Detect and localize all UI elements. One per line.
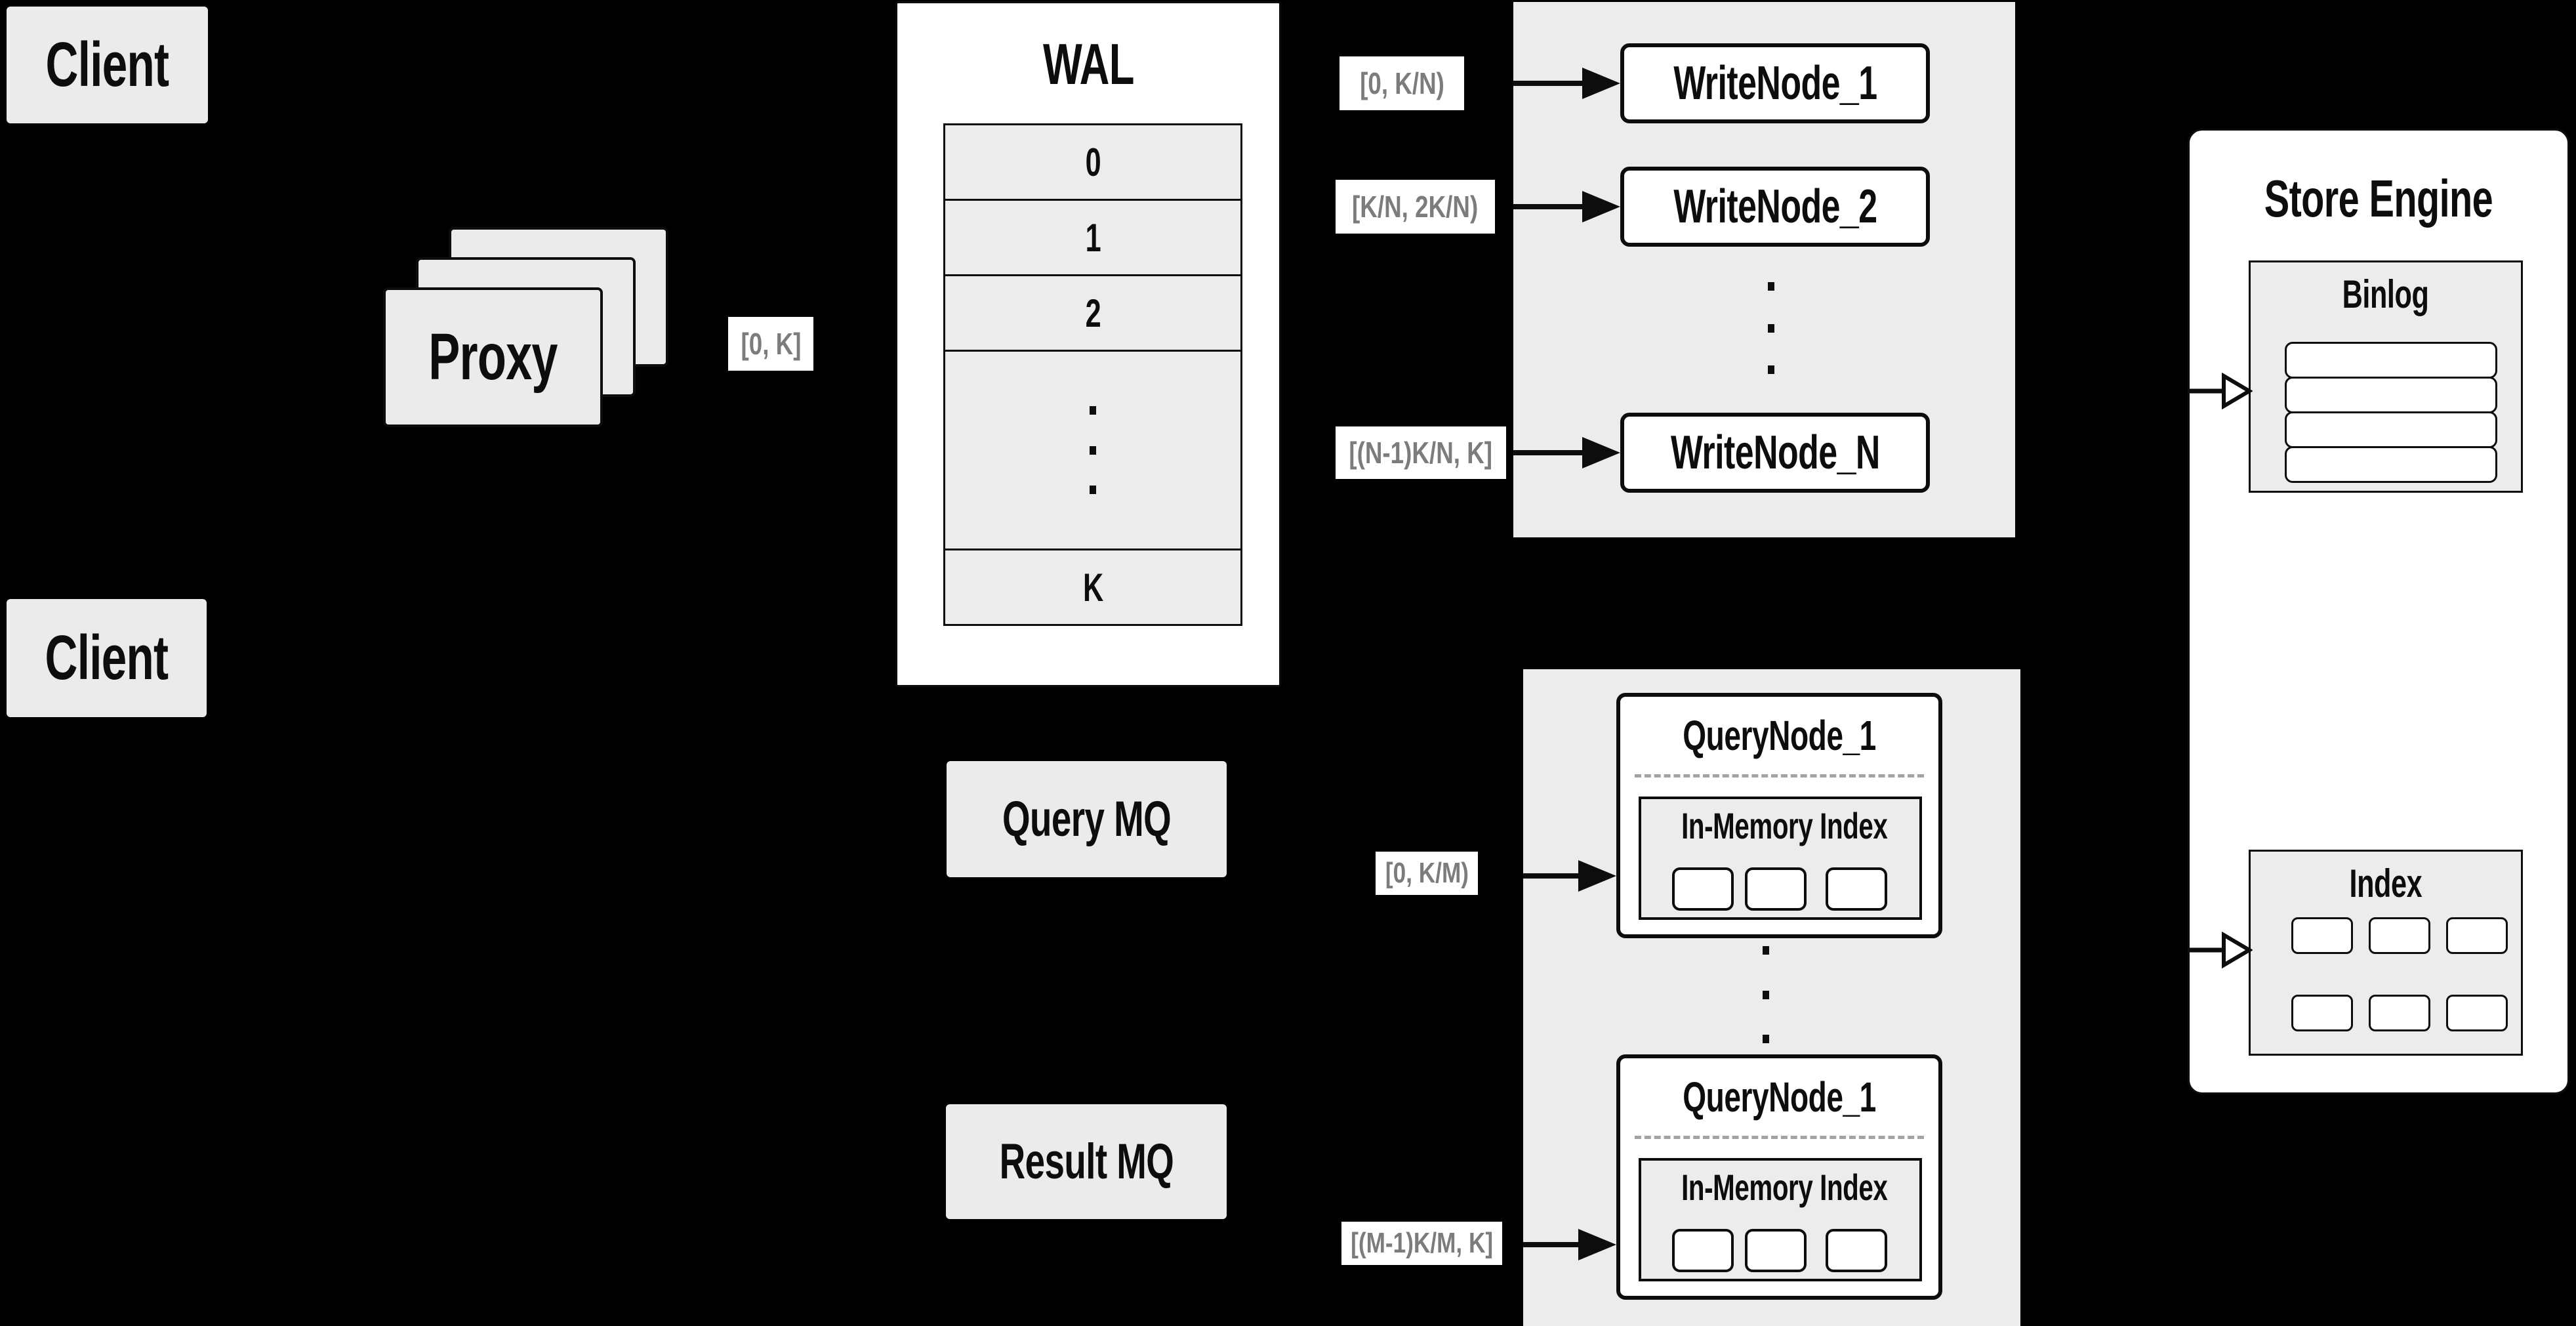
binlog-box: Binlog (2249, 260, 2523, 493)
binlog-row (2285, 446, 2497, 483)
in-memory-index-box: In-Memory Index (1639, 1158, 1922, 1281)
edge-label-write-1: [0, K/N) (1339, 56, 1464, 110)
hollow-arrow-to-index (2190, 931, 2253, 969)
edge-label-write-n: [(N-1)K/N, K] (1336, 426, 1506, 479)
wal-panel: WAL 0 1 2 K #stage .walrow:first-child{h… (895, 1, 1281, 687)
wal-title-wrap: WAL (897, 3, 1279, 98)
binlog-title: Binlog (2342, 272, 2429, 316)
index-cell (2291, 917, 2353, 954)
binlog-row (2285, 377, 2497, 413)
client-label: Client (45, 623, 169, 693)
store-engine-panel: Store Engine Binlog Index (2188, 129, 2569, 1094)
vertical-ellipsis (1090, 406, 1096, 494)
index-cell (2369, 995, 2430, 1031)
index-box: Index (2249, 850, 2523, 1056)
store-engine-title-wrap: Store Engine (2190, 131, 2567, 229)
query-node-title: QueryNode_1 (1683, 1073, 1876, 1121)
wal-row: 2 (945, 276, 1240, 352)
index-cell (2446, 917, 2508, 954)
client-label: Client (45, 30, 170, 100)
segment-cell (1672, 867, 1734, 911)
wal-segment-table: 0 1 2 K (943, 123, 1242, 626)
query-mq-box: Query MQ (947, 761, 1227, 877)
write-node-2: WriteNode_2 (1620, 167, 1930, 247)
query-node-title: QueryNode_1 (1683, 712, 1876, 759)
result-mq-label: Result MQ (999, 1134, 1174, 1190)
vertical-ellipsis (1767, 282, 1775, 374)
index-cell (2291, 995, 2353, 1031)
proxy-label: Proxy (428, 320, 558, 394)
proxy-card-front: Proxy (383, 287, 603, 427)
client-box-bottom: Client (7, 599, 207, 717)
arrow-to-query-node-top (1523, 860, 1616, 892)
edge-label-write-2: [K/N, 2K/N) (1336, 180, 1495, 234)
segment-cell (1826, 867, 1887, 911)
result-mq-box: Result MQ (946, 1104, 1227, 1219)
query-mq-label: Query MQ (1002, 791, 1172, 847)
edge-label-query-1: [0, K/M) (1376, 852, 1478, 895)
query-node-top: QueryNode_1 In-Memory Index (1616, 693, 1942, 938)
wal-row-ellipsis (945, 352, 1240, 550)
in-memory-index-box: In-Memory Index (1639, 797, 1922, 920)
wal-title: WAL (1042, 31, 1135, 96)
index-cell (2446, 995, 2508, 1031)
dashed-separator (1635, 774, 1924, 777)
write-node-1: WriteNode_1 (1620, 43, 1930, 123)
arrow-to-query-node-bottom (1523, 1229, 1616, 1260)
segment-cell (1826, 1229, 1887, 1272)
in-memory-index-title: In-Memory Index (1681, 1167, 1888, 1208)
wal-row: 0 (945, 125, 1240, 201)
segment-cell (1672, 1229, 1734, 1272)
index-title: Index (2349, 861, 2423, 905)
dashed-separator (1635, 1136, 1924, 1139)
arrow-to-write-node-1 (1513, 68, 1620, 99)
binlog-row (2285, 411, 2497, 448)
wal-row-last: K (945, 550, 1240, 624)
arrow-to-write-node-n (1513, 437, 1620, 468)
store-engine-title: Store Engine (2264, 169, 2493, 228)
wal-row: 1 (945, 201, 1240, 276)
segment-cell (1745, 867, 1807, 911)
binlog-row (2285, 342, 2497, 379)
edge-label-query-2: [(M-1)K/M, K] (1341, 1222, 1502, 1265)
in-memory-index-title: In-Memory Index (1681, 805, 1888, 846)
binlog-rows (2285, 342, 2497, 483)
arrow-to-write-node-2 (1513, 191, 1620, 222)
index-cell (2369, 917, 2430, 954)
query-node-bottom: QueryNode_1 In-Memory Index (1616, 1054, 1942, 1300)
edge-label-proxy-to-wal: [0, K] (728, 317, 813, 371)
segment-cell (1745, 1229, 1807, 1272)
hollow-arrow-to-binlog (2190, 372, 2253, 410)
client-box-top: Client (7, 7, 208, 123)
vertical-ellipsis (1762, 946, 1770, 1043)
write-node-n: WriteNode_N (1620, 413, 1930, 493)
